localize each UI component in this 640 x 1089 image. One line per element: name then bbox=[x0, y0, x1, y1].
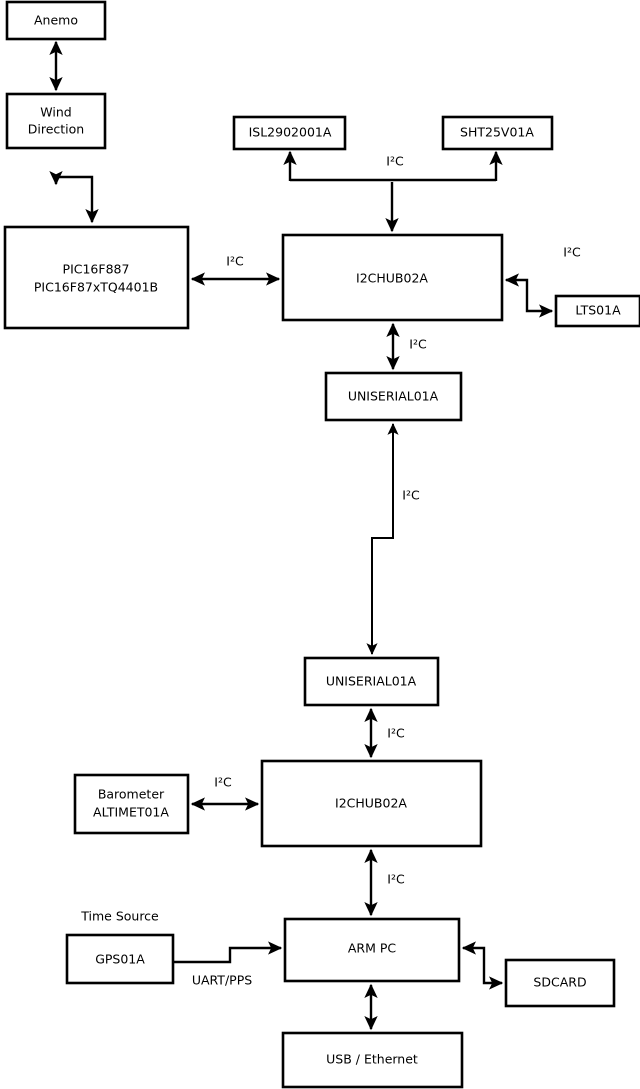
node-box[interactable] bbox=[260, 759, 483, 848]
edge-path bbox=[504, 273, 554, 318]
edge-path bbox=[173, 941, 283, 964]
node-box[interactable] bbox=[283, 917, 461, 983]
edge-label-barometer-hub-bottom: I²C bbox=[214, 775, 232, 790]
edge-path bbox=[366, 422, 399, 656]
node-label-sdcard: SDCARD bbox=[533, 975, 586, 990]
node-label-isl2902001a: ISL2902001A bbox=[249, 125, 332, 140]
edge-label-hub-top-lts: I²C bbox=[563, 245, 581, 260]
node-box[interactable] bbox=[324, 371, 463, 422]
node-label-wind-direction-line2: Direction bbox=[28, 122, 84, 137]
node-box[interactable] bbox=[73, 773, 190, 835]
node-label-pic-line2: PIC16F87xTQ4401B bbox=[34, 280, 158, 295]
node-label-barometer-line1: Barometer bbox=[98, 787, 165, 802]
node-label-i2chub02a-top: I2CHUB02A bbox=[356, 271, 428, 286]
edge-path bbox=[461, 941, 504, 990]
node-box[interactable] bbox=[281, 233, 504, 322]
edge-hub-bottom-armpc: I²C bbox=[364, 848, 405, 917]
label-time-source: Time Source bbox=[80, 909, 159, 924]
node-label-barometer-line2: ALTIMET01A bbox=[93, 805, 169, 820]
node-lts01a[interactable]: LTS01A bbox=[554, 294, 640, 328]
edge-gps-armpc: UART/PPS bbox=[173, 941, 283, 988]
node-arm-pc[interactable]: ARM PC bbox=[283, 917, 461, 983]
node-i2chub02a-bottom[interactable]: I2CHUB02A bbox=[260, 759, 483, 848]
node-label-uniserial01a-lower: UNISERIAL01A bbox=[326, 674, 417, 689]
node-box[interactable] bbox=[3, 225, 190, 330]
edge-hub-top-lts: I²C bbox=[504, 245, 581, 318]
edge-pic-hub-top: I²C bbox=[190, 254, 281, 286]
node-box[interactable] bbox=[303, 656, 440, 707]
node-label-arm-pc: ARM PC bbox=[348, 941, 397, 956]
node-sht25v01a[interactable]: SHT25V01A bbox=[441, 115, 554, 151]
edge-hub-top-sensors: I²C bbox=[283, 150, 503, 233]
node-box[interactable] bbox=[504, 958, 616, 1008]
node-isl2902001a[interactable]: ISL2902001A bbox=[232, 115, 347, 151]
node-gps01a[interactable]: GPS01A bbox=[65, 933, 175, 985]
node-label-lts01a: LTS01A bbox=[575, 303, 621, 318]
edge-uniserial-up-uniserial-dn: I²C bbox=[366, 422, 420, 656]
node-usb-ethernet[interactable]: USB / Ethernet bbox=[281, 1031, 464, 1089]
edge-armpc-sdcard bbox=[461, 941, 504, 990]
edge-label-hub-top-uniserial-up: I²C bbox=[409, 337, 427, 352]
node-pic16f887[interactable]: PIC16F887 PIC16F87xTQ4401B bbox=[3, 225, 190, 330]
node-anemo[interactable]: Anemo bbox=[5, 0, 107, 41]
node-label-pic-line1: PIC16F887 bbox=[63, 262, 130, 277]
edge-uniserial-dn-hub-bottom: I²C bbox=[364, 707, 405, 759]
edge-pic-wind-direction bbox=[49, 170, 99, 224]
node-label-i2chub02a-bottom: I2CHUB02A bbox=[335, 796, 407, 811]
node-box[interactable] bbox=[5, 0, 107, 41]
node-label-usb-ethernet: USB / Ethernet bbox=[326, 1052, 418, 1067]
edge-label-uniserial-link: I²C bbox=[402, 488, 420, 503]
node-sdcard[interactable]: SDCARD bbox=[504, 958, 616, 1008]
node-label-gps01a: GPS01A bbox=[95, 952, 145, 967]
node-box[interactable] bbox=[281, 1031, 464, 1089]
node-box[interactable] bbox=[441, 115, 554, 151]
node-barometer-altimet01a[interactable]: Barometer ALTIMET01A bbox=[73, 773, 190, 835]
node-label-anemo: Anemo bbox=[34, 13, 78, 28]
node-box[interactable] bbox=[554, 294, 640, 328]
node-box[interactable] bbox=[232, 115, 347, 151]
node-label-sht25v01a: SHT25V01A bbox=[460, 125, 534, 140]
edge-label-hub-top-sensors: I²C bbox=[386, 154, 404, 169]
node-label-wind-direction-line1: Wind bbox=[40, 105, 71, 120]
edge-barometer-hub-bottom: I²C bbox=[190, 775, 260, 811]
edge-path bbox=[49, 170, 99, 224]
node-label-uniserial01a-upper: UNISERIAL01A bbox=[348, 389, 439, 404]
edge-label-pic-hub-top: I²C bbox=[226, 254, 244, 269]
node-i2chub02a-top[interactable]: I2CHUB02A bbox=[281, 233, 504, 322]
edge-hub-top-uniserial-up: I²C bbox=[386, 322, 427, 371]
node-box[interactable] bbox=[65, 933, 175, 985]
edge-label-hub-bottom-armpc: I²C bbox=[387, 872, 405, 887]
node-uniserial01a-upper[interactable]: UNISERIAL01A bbox=[324, 371, 463, 422]
node-wind-direction[interactable]: Wind Direction bbox=[5, 92, 107, 150]
edge-label-uniserial-dn-hub-bottom: I²C bbox=[387, 726, 405, 741]
edge-label-gps-armpc: UART/PPS bbox=[192, 973, 252, 988]
node-uniserial01a-lower[interactable]: UNISERIAL01A bbox=[303, 656, 440, 707]
node-box[interactable] bbox=[5, 92, 107, 150]
